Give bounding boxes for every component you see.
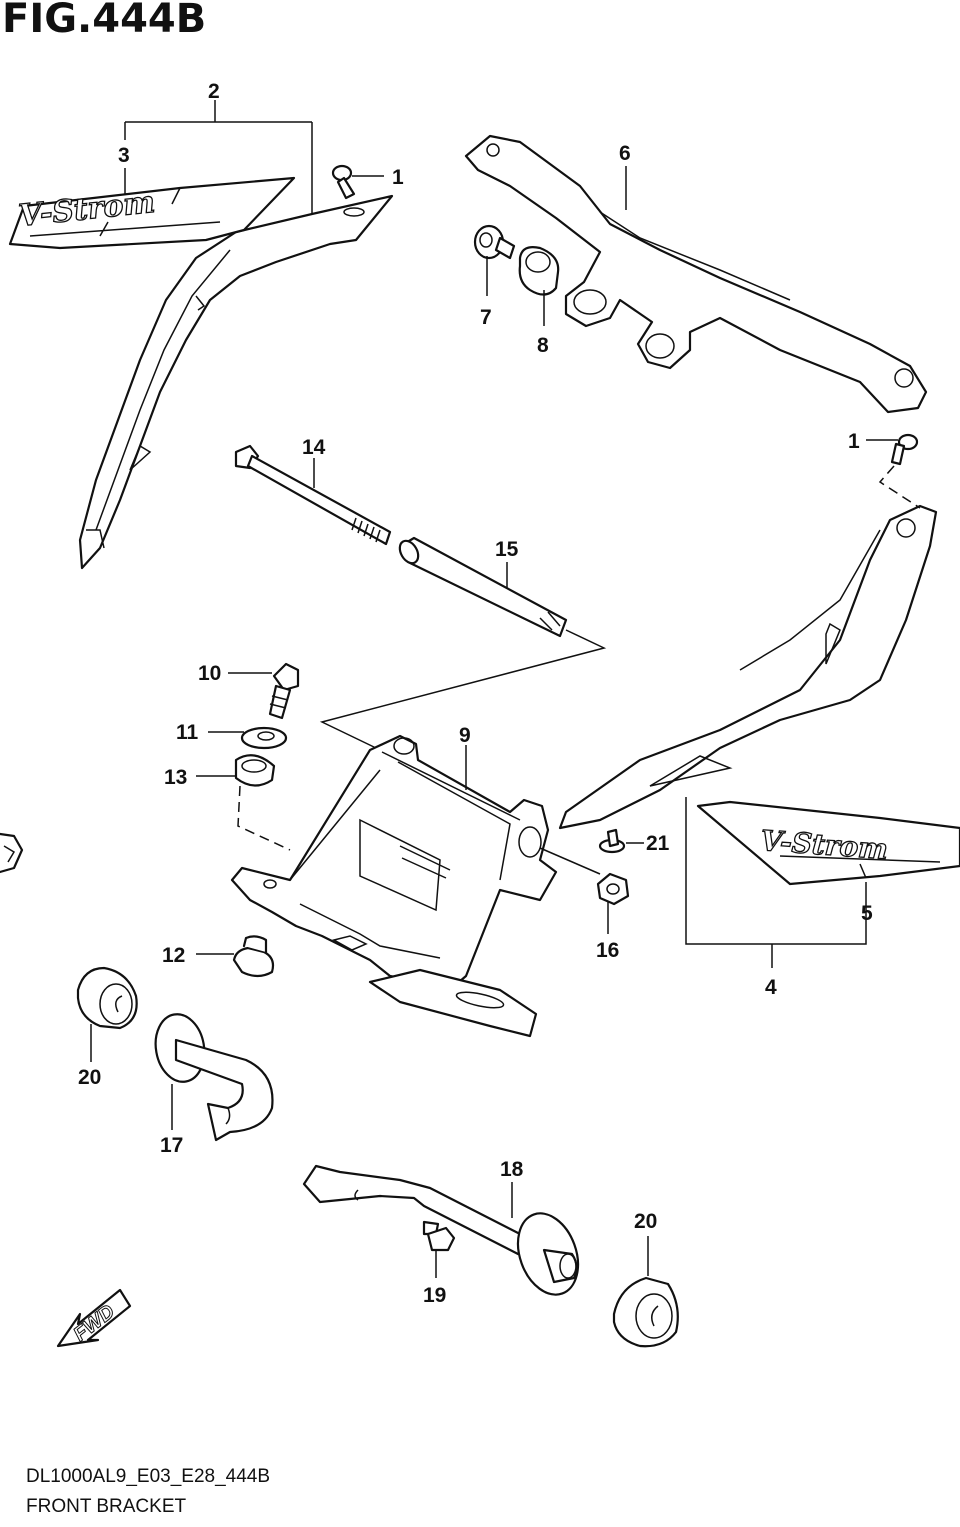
callout-18: 18 xyxy=(500,1158,524,1181)
right-emblem-part-5[interactable]: V-Strom xyxy=(696,800,960,886)
callout-20-right: 20 xyxy=(634,1210,657,1233)
grommet-part-13[interactable] xyxy=(234,754,276,787)
model-code: DL1000AL9_E03_E28_444B xyxy=(26,1466,271,1487)
bolt-part-7[interactable] xyxy=(473,224,516,260)
bolt-part-19[interactable] xyxy=(422,1220,456,1252)
screw-part-21[interactable] xyxy=(598,828,626,854)
callout-10: 10 xyxy=(198,662,221,685)
left-emblem-part-3[interactable]: V-Strom xyxy=(8,176,296,250)
callout-16: 16 xyxy=(596,939,619,962)
callout-9: 9 xyxy=(459,724,471,747)
stay-bracket-part-18[interactable] xyxy=(302,1164,589,1303)
collar-tube-part-15[interactable] xyxy=(396,536,568,638)
callout-21: 21 xyxy=(646,832,670,855)
left-cover-part-2[interactable] xyxy=(78,194,394,570)
main-bracket-part-9[interactable] xyxy=(230,734,558,1038)
screw-part-1-right[interactable] xyxy=(890,433,919,466)
stay-bracket-part-17[interactable] xyxy=(150,1010,274,1142)
screw-part-1-top[interactable] xyxy=(331,164,356,200)
callout-14: 14 xyxy=(302,436,326,459)
callout-7: 7 xyxy=(480,306,492,329)
right-cover-part-4[interactable] xyxy=(558,504,938,830)
washer-part-11[interactable] xyxy=(240,726,288,750)
nut-part-16[interactable] xyxy=(596,872,630,906)
callout-3: 3 xyxy=(118,144,130,167)
callout-1-right: 1 xyxy=(848,430,860,453)
callout-4: 4 xyxy=(765,976,777,999)
forward-direction-arrow: FWD xyxy=(56,1288,132,1348)
section-name: FRONT BRACKET xyxy=(26,1496,187,1517)
rubber-cushion-part-20-left[interactable] xyxy=(76,966,138,1030)
callout-6: 6 xyxy=(619,142,631,165)
figure-title: FIG.444B xyxy=(2,0,207,42)
callout-20-left: 20 xyxy=(78,1066,101,1089)
left-edge-fragment xyxy=(0,832,24,874)
rubber-cushion-part-20-right[interactable] xyxy=(612,1276,679,1348)
bolt-part-10[interactable] xyxy=(268,662,300,720)
callout-12: 12 xyxy=(162,944,185,967)
long-bolt-part-14[interactable] xyxy=(234,444,392,546)
top-bracket-part-6[interactable] xyxy=(464,134,928,414)
collar-part-8[interactable] xyxy=(518,246,560,296)
callout-2: 2 xyxy=(208,80,220,103)
callout-17: 17 xyxy=(160,1134,183,1157)
callout-19: 19 xyxy=(423,1284,446,1307)
callout-1-top: 1 xyxy=(392,166,404,189)
callout-13: 13 xyxy=(164,766,187,789)
callout-5: 5 xyxy=(861,902,873,925)
callout-11: 11 xyxy=(176,721,199,744)
callout-8: 8 xyxy=(537,334,549,357)
callout-15: 15 xyxy=(495,538,519,561)
collar-part-12[interactable] xyxy=(232,935,275,978)
